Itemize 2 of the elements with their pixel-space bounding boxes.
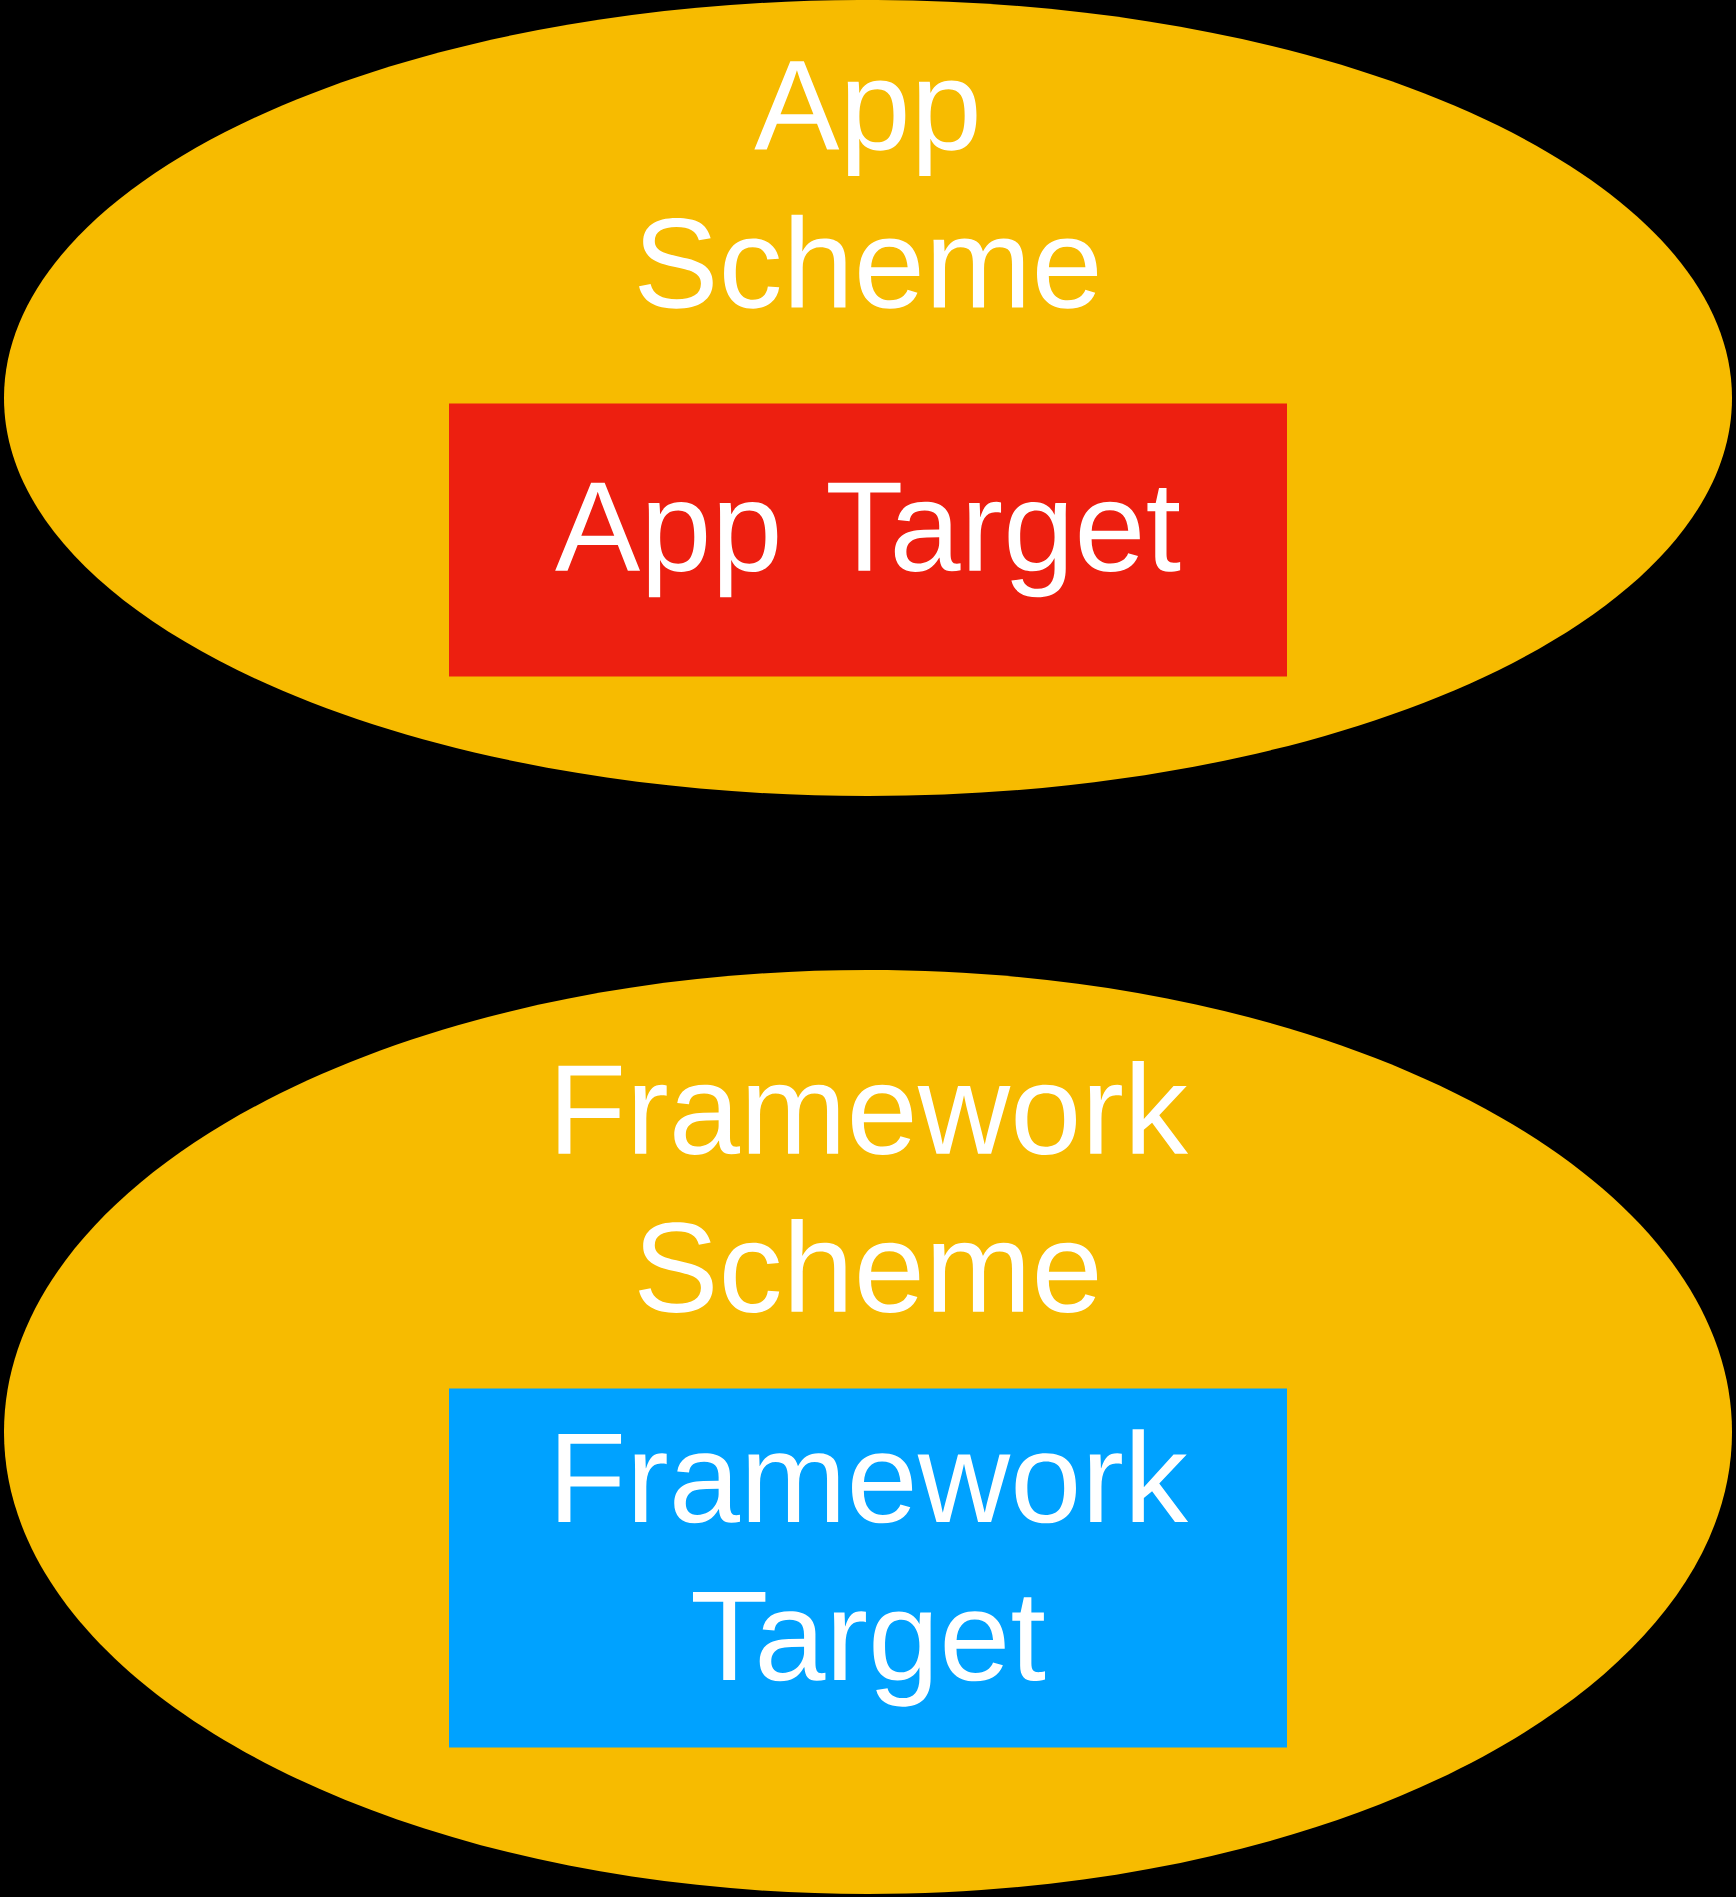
target-box: Framework Target (449, 1388, 1287, 1748)
target-box: App Target (449, 403, 1287, 677)
